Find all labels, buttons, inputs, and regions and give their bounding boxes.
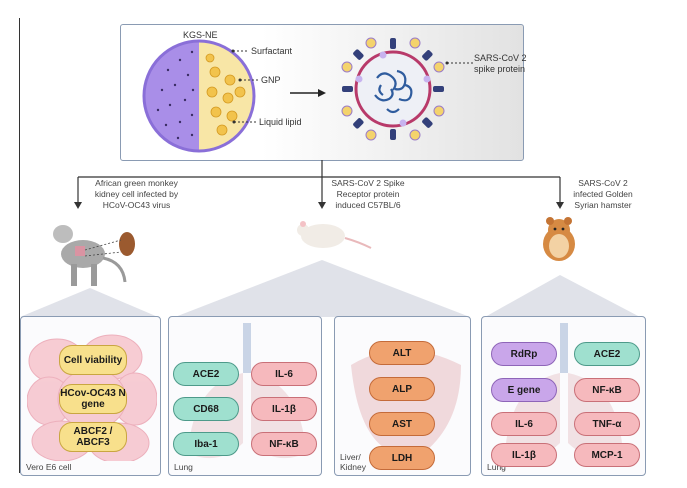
mouse-lung-il6: IL-6 bbox=[251, 362, 317, 386]
vero-item-cell-viability: Cell viability bbox=[59, 345, 127, 375]
vero-item-n-gene: HCov-OC43 N gene bbox=[59, 384, 127, 414]
hamster-lung-mcp1: MCP-1 bbox=[574, 443, 640, 467]
model-mouse-label: SARS-CoV 2 Spike Receptor protein induce… bbox=[331, 178, 405, 210]
liver-ast: AST bbox=[369, 412, 435, 436]
branch-connector bbox=[74, 160, 564, 209]
panel-caption-vero: Vero E6 cell bbox=[26, 462, 72, 472]
virus-label-leader bbox=[445, 61, 473, 65]
hamster-lung-e-gene: E gene bbox=[491, 378, 557, 402]
label-surfactant: Surfactant bbox=[251, 46, 293, 56]
hamster-illustration bbox=[543, 217, 575, 261]
monkey-illustration bbox=[53, 225, 135, 286]
vero-item-abcf: ABCF2 / ABCF3 bbox=[59, 422, 127, 452]
label-virus: SARS-CoV 2 spike protein bbox=[474, 53, 527, 74]
model-hamster-label: SARS-CoV 2 infected Golden Syrian hamste… bbox=[573, 178, 633, 210]
mouse-lung-il1b: IL-1β bbox=[251, 397, 317, 421]
nanoparticle-illustration bbox=[142, 39, 326, 153]
model-monkey-label: African green monkey kidney cell infecte… bbox=[94, 178, 179, 210]
sars-cov-2-virus-illustration bbox=[341, 37, 445, 141]
nanoparticle-title: KGS-NE bbox=[183, 30, 218, 40]
mouse-lung-iba1: Iba-1 bbox=[173, 432, 239, 456]
label-liquid-lipid: Liquid lipid bbox=[259, 117, 302, 127]
liver-alp: ALP bbox=[369, 377, 435, 401]
mouse-lung-nfkb: NF-κB bbox=[251, 432, 317, 456]
panel-caption-hamster-lung: Lung bbox=[487, 462, 506, 472]
mouse-illustration bbox=[297, 221, 372, 249]
funnels bbox=[20, 260, 640, 317]
hamster-lung-il6: IL-6 bbox=[491, 412, 557, 436]
mouse-lung-ace2: ACE2 bbox=[173, 362, 239, 386]
label-gnp: GNP bbox=[261, 75, 281, 85]
hamster-lung-nfkb: NF-κB bbox=[574, 378, 640, 402]
hamster-lung-tnfa: TNF-α bbox=[574, 412, 640, 436]
hamster-lung-il1b: IL-1β bbox=[491, 443, 557, 467]
mouse-lung-cd68: CD68 bbox=[173, 397, 239, 421]
panel-caption-liver-kidney: Liver/ Kidney bbox=[340, 452, 366, 472]
liver-ldh: LDH bbox=[369, 446, 435, 470]
hamster-lung-rdrp: RdRp bbox=[491, 342, 557, 366]
panel-caption-mouse-lung: Lung bbox=[174, 462, 193, 472]
hamster-lung-ace2: ACE2 bbox=[574, 342, 640, 366]
left-rule bbox=[19, 18, 20, 473]
liver-alt: ALT bbox=[369, 341, 435, 365]
